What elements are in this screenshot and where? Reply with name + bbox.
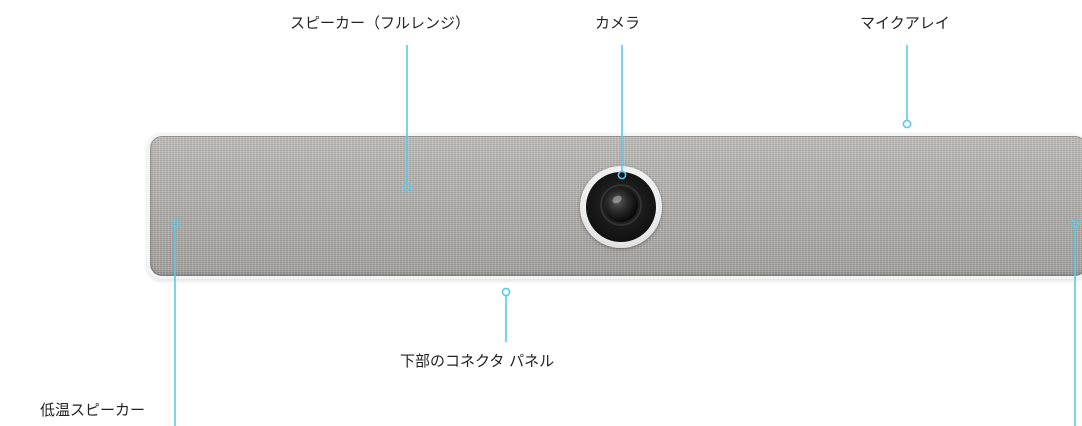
camera-label: カメラ <box>595 14 641 32</box>
connector-panel-label: 下部のコネクタ パネル <box>400 352 555 370</box>
speaker-full-range-marker <box>402 182 412 192</box>
low-freq-speaker-marker-left <box>170 218 180 228</box>
mic-array-label: マイクアレイ <box>860 14 950 32</box>
connector-panel-marker <box>501 287 511 297</box>
speaker-full-range-label: スピーカー（フルレンジ） <box>290 14 471 32</box>
mic-array-marker <box>902 119 912 129</box>
low-freq-speaker-label: 低温スピーカー <box>40 401 146 419</box>
camera-marker <box>617 170 627 180</box>
camera-lens-icon <box>604 188 638 222</box>
low-freq-speaker-marker-right <box>1070 218 1080 228</box>
